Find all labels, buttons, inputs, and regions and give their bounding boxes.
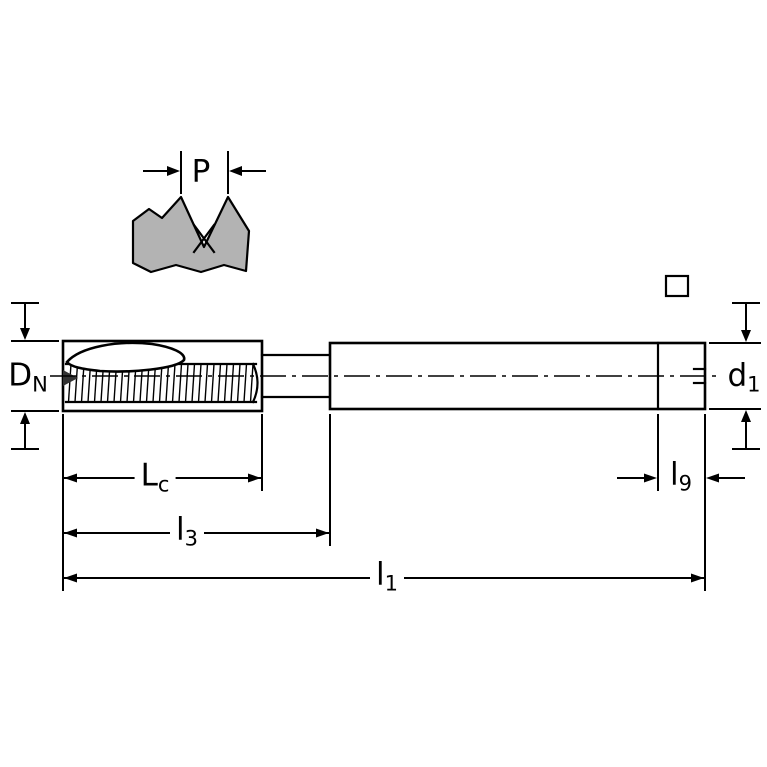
label-overall-length: l1: [370, 556, 404, 596]
tap-drawing: [50, 274, 722, 413]
label-shank-diameter-main: d: [727, 357, 748, 394]
center-notch: [63, 370, 78, 386]
arrowhead: [741, 410, 751, 422]
thread-flank-line: [192, 223, 216, 254]
label-thread-length: l3: [170, 511, 204, 551]
arrowhead: [64, 473, 77, 483]
label-chamfer-length: Lc: [134, 457, 176, 497]
dimension-shank-diameter: [709, 302, 761, 450]
arrowhead: [248, 473, 261, 483]
label-thread-length-main: l: [176, 511, 185, 548]
arrowhead: [20, 412, 30, 424]
thread-runout-curve: [251, 362, 259, 404]
flute-lobe: [65, 341, 186, 373]
label-nominal-diameter-main: D: [8, 357, 33, 394]
arrowhead: [64, 573, 77, 583]
dimension-chamfer-length: [62, 414, 263, 591]
label-shank-diameter-sub: 1: [747, 372, 761, 397]
arrowhead: [741, 330, 751, 342]
label-thread-length-sub: 3: [184, 526, 198, 551]
arrowhead: [706, 473, 719, 483]
label-nominal-diameter: DN: [8, 357, 48, 397]
label-square-length-sub: 9: [678, 471, 692, 496]
arrowhead: [64, 528, 77, 538]
thread-profile-shape: [131, 195, 251, 274]
label-nominal-diameter-sub: N: [32, 372, 48, 397]
label-chamfer-length-sub: c: [157, 472, 170, 497]
thread-profile-detail: [131, 195, 251, 274]
square-drive-symbol: [664, 274, 690, 298]
label-pitch-main: P: [191, 153, 211, 190]
label-overall-length-sub: 1: [384, 571, 398, 596]
arrowhead: [644, 473, 657, 483]
label-shank-diameter: d1: [727, 357, 761, 397]
arrowhead: [316, 528, 329, 538]
label-square-length: l9: [670, 456, 692, 496]
label-overall-length-main: l: [376, 556, 385, 593]
label-pitch: P: [191, 153, 211, 190]
label-chamfer-length-main: L: [140, 457, 158, 494]
dimension-pitch: [143, 151, 266, 194]
dimension-square-length: [617, 414, 745, 491]
label-square-length-main: l: [670, 456, 679, 493]
arrowhead: [229, 166, 242, 176]
arrowhead: [691, 573, 704, 583]
arrowhead: [167, 166, 180, 176]
dimension-nominal-diameter: [11, 302, 59, 450]
arrowhead: [20, 328, 30, 340]
